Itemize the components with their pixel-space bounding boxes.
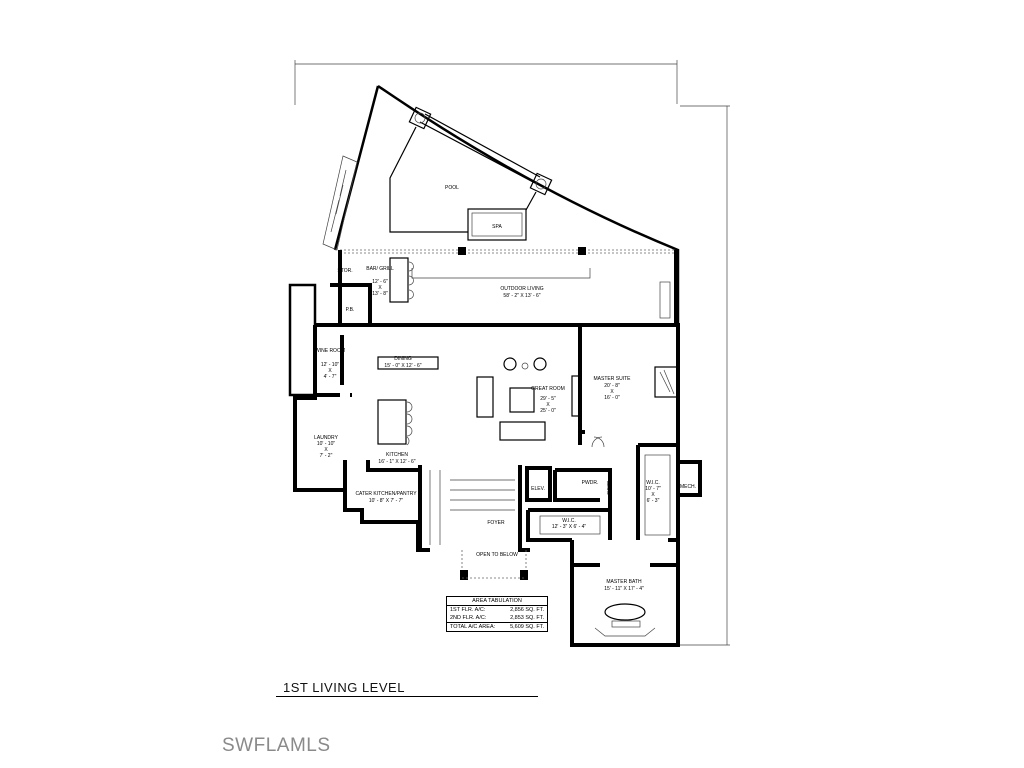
total-value: 5,609 SQ. FT. [510, 624, 544, 630]
label-pwdr: PWDR. [582, 480, 599, 486]
label-master-bath: MASTER BATH [606, 579, 642, 585]
table-header: AREA TABULATION [447, 597, 547, 606]
room-labels: POOL SPA STOR. BAR/ GRILL 12' - 6" X 13'… [314, 185, 696, 592]
label-open-to-below: OPEN TO BELOW [476, 552, 518, 558]
row-label: 1ST FLR. A/C: [450, 607, 486, 613]
label-clos: CLOS. [605, 480, 611, 495]
dim: 13' - 8" [372, 291, 388, 297]
label-cater-kitchen: CATER KITCHEN/PANTRY [355, 491, 417, 497]
dim: 6' - 3" [647, 498, 660, 504]
dim: 12' - 6" [372, 279, 388, 285]
label-mech: MECH. [680, 484, 696, 490]
label-stor: STOR. [337, 268, 352, 274]
label-pool: POOL [445, 185, 459, 191]
dim: 12' - 10" [321, 362, 340, 368]
label-pb: P.B. [346, 307, 355, 313]
label-outdoor-living: OUTDOOR LIVING [500, 286, 543, 292]
dim: 25' - 0" [540, 408, 556, 414]
house-walls [288, 283, 702, 647]
dim: 29' - 5" [540, 396, 556, 402]
dim: X [610, 389, 614, 395]
label-wic-2: W.I.C. [562, 518, 576, 524]
area-tabulation-table: AREA TABULATION 1ST FLR. A/C: 2,856 SQ. F… [446, 596, 548, 632]
spa [467, 208, 527, 241]
dim: X [651, 492, 655, 498]
dimension-lines [294, 60, 730, 646]
label-foyer: FOYER [487, 520, 505, 526]
pool [389, 126, 537, 233]
label-laundry: LAUNDRY [314, 435, 338, 441]
label-kitchen: KITCHEN [386, 452, 408, 458]
label-dining: DINING [394, 356, 412, 362]
label-wine-room: WINE ROOM [315, 348, 345, 354]
exterior-stair [322, 155, 358, 251]
dim: 10' - 8" X 7' - 7" [369, 498, 404, 504]
table-row: 2ND FLR. A/C: 2,853 SQ. FT. [447, 614, 547, 622]
label-wic-1: W.I.C. [646, 480, 660, 486]
dim: 20' - 8" [604, 383, 620, 389]
row-label: 2ND FLR. A/C: [450, 615, 487, 621]
label-spa: SPA [492, 224, 502, 230]
dim: X [324, 447, 328, 453]
table-row: 1ST FLR. A/C: 2,856 SQ. FT. [447, 606, 547, 614]
outdoor-living-walls [330, 247, 678, 327]
dim: X [328, 368, 332, 374]
watermark: SWFLAMLS [222, 735, 331, 756]
total-label: TOTAL A/C AREA: [450, 624, 496, 630]
dim: 58' - 2" X 13' - 6" [503, 293, 540, 299]
dim: 10' - 7" [645, 486, 661, 492]
row-value: 2,856 SQ. FT. [510, 607, 544, 613]
fixtures [377, 356, 678, 637]
label-great-room: GREAT ROOM [531, 386, 565, 392]
table-total-row: TOTAL A/C AREA: 5,609 SQ. FT. [447, 622, 547, 631]
label-elev: ELEV. [531, 486, 545, 492]
dim: 16' - 1" X 12' - 6" [378, 459, 415, 465]
dim: 4' - 7" [324, 374, 337, 380]
dim: 10' - 10" [317, 441, 336, 447]
pool-deck [322, 84, 680, 325]
title-underline [276, 696, 538, 697]
dim: X [378, 285, 382, 291]
label-master-suite: MASTER SUITE [594, 376, 632, 382]
dim: 7' - 2" [320, 453, 333, 459]
row-value: 2,853 SQ. FT. [510, 615, 544, 621]
dim: 12' - 3" X 6' - 4" [552, 524, 587, 530]
label-bar-grill: BAR/ GRILL [366, 266, 394, 272]
dim: X [546, 402, 550, 408]
dim: 15' - 0" X 12' - 6" [384, 363, 421, 369]
dim: 16' - 0" [604, 395, 620, 401]
dim: 15' - 11" X 17' - 4" [604, 586, 644, 592]
plan-title: 1ST LIVING LEVEL [283, 680, 405, 695]
